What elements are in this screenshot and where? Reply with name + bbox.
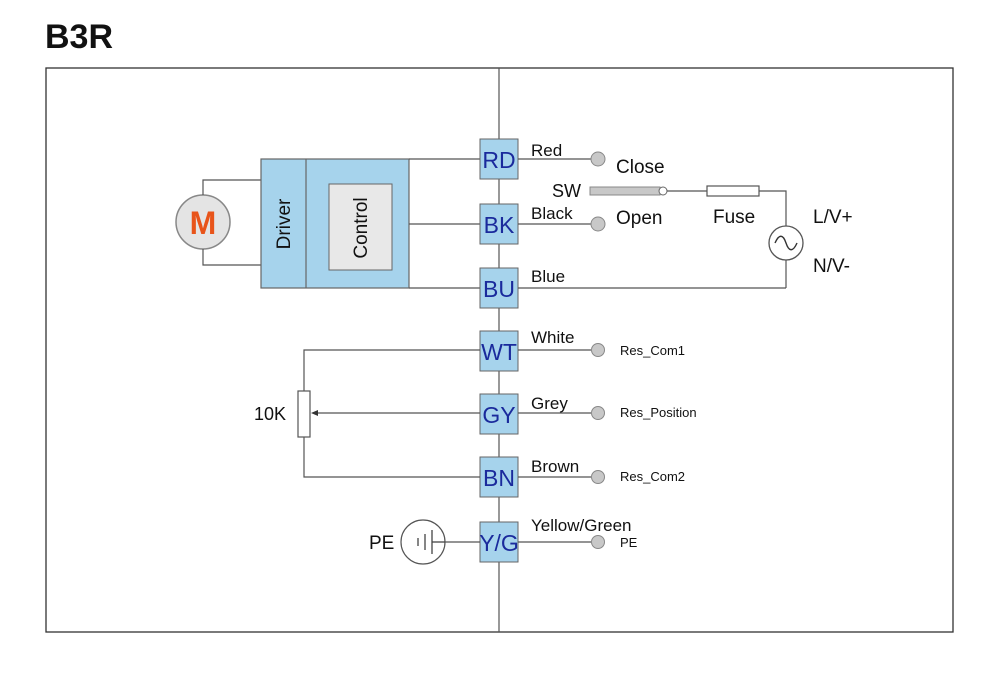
diagram-title: B3R <box>45 18 114 56</box>
res-com2-label: Res_Com2 <box>620 469 685 484</box>
close-terminal-dot <box>590 151 606 167</box>
wire-label-yellow-green: Yellow/Green <box>531 516 632 535</box>
supply-plus-label: L/V+ <box>813 207 853 228</box>
switch-label: SW <box>552 181 581 201</box>
fuse-label: Fuse <box>713 207 755 228</box>
wire-label-red: Red <box>531 141 562 160</box>
fuse-to-supply-line <box>759 190 787 226</box>
earth-label: PE <box>369 533 394 554</box>
open-terminal-dot <box>590 216 606 232</box>
res-com1-label: Res_Com1 <box>620 343 685 358</box>
terminal-rd-code: RD <box>482 147 515 173</box>
terminal-gy-code: GY <box>482 402 515 428</box>
terminal-bu: BU <box>479 267 519 309</box>
potentiometer-label: 10K <box>254 404 286 424</box>
terminal-wt-code: WT <box>481 339 517 365</box>
supply-minus-label: N/V- <box>813 256 850 277</box>
motor-letter: M <box>190 205 217 241</box>
terminal-bn: BN <box>479 456 519 498</box>
terminal-yg-code: Y/G <box>479 530 519 556</box>
res-com1-dot <box>591 343 605 357</box>
fuse <box>706 185 760 197</box>
wire-label-grey: Grey <box>531 394 568 413</box>
switch-pivot <box>658 186 668 196</box>
pot-top-wire <box>303 349 480 391</box>
res-position-label: Res_Position <box>620 405 697 420</box>
motor-wire-bottom <box>202 249 261 266</box>
control-label: Control <box>351 197 372 258</box>
terminal-bk: BK <box>479 203 519 245</box>
res-position-dot <box>591 406 605 420</box>
terminal-wt: WT <box>479 330 519 372</box>
wire-label-blue: Blue <box>531 267 565 286</box>
wire-label-black: Black <box>531 204 573 223</box>
terminal-gy: GY <box>479 393 519 435</box>
motor-wire-top <box>202 179 261 195</box>
pe-terminal-dot <box>591 535 605 549</box>
terminal-bk-code: BK <box>484 212 515 238</box>
res-com2-dot <box>591 470 605 484</box>
terminal-yg: Y/G <box>479 521 519 563</box>
terminal-bn-code: BN <box>483 465 515 491</box>
ac-supply-icon <box>768 225 804 261</box>
terminal-rd: RD <box>479 138 519 180</box>
close-label: Close <box>616 157 665 178</box>
wire-label-brown: Brown <box>531 457 579 476</box>
pe-terminal-label: PE <box>620 535 638 550</box>
driver-label: Driver <box>274 198 295 249</box>
switch-blade <box>589 186 661 196</box>
pot-wiper-arrow <box>311 410 318 416</box>
terminal-bu-code: BU <box>483 276 515 302</box>
motor: M <box>175 194 231 250</box>
earth-icon <box>400 519 446 565</box>
open-label: Open <box>616 208 662 229</box>
pot-bottom-wire <box>303 437 480 478</box>
control-block: Control <box>328 183 393 271</box>
potentiometer <box>297 390 311 438</box>
wire-label-white: White <box>531 328 574 347</box>
